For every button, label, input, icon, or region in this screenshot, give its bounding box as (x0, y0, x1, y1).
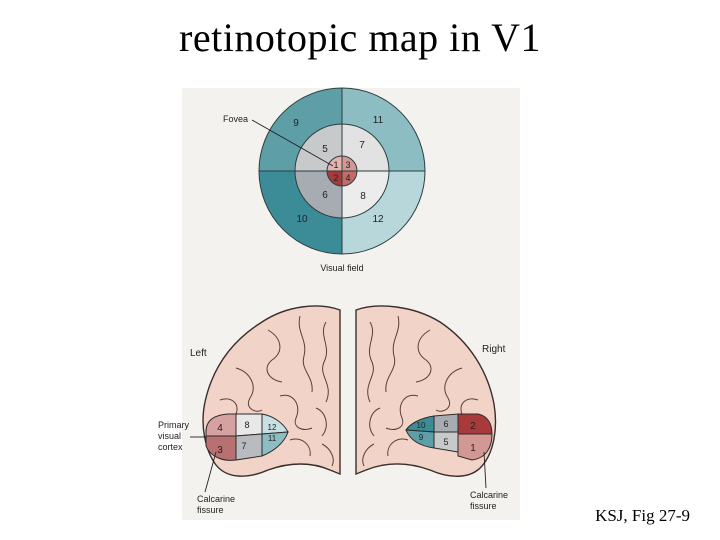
vf-region-6 (294, 170, 343, 219)
vf-num-1: 1 (333, 160, 338, 170)
right-calcarine-label-1: Calcarine (470, 490, 508, 500)
left-calcarine-label-1: Calcarine (197, 494, 235, 504)
vf-num-10: 10 (296, 214, 308, 225)
right-hemisphere: 10 9 6 5 2 1 (355, 305, 497, 489)
left-v1-num-8: 8 (244, 420, 249, 430)
visual-field-diagram: 9 11 10 12 5 7 6 8 1 3 2 4 Fovea Visual … (223, 87, 426, 273)
left-v1-region-11 (261, 431, 289, 457)
left-v1-num-11: 11 (268, 434, 277, 443)
right-v1-num-10: 10 (417, 421, 426, 430)
left-calcarine-pointer (204, 451, 217, 493)
left-v1-num-7: 7 (241, 441, 246, 451)
vf-num-12: 12 (372, 214, 384, 225)
vf-region-7 (341, 123, 390, 172)
figure-credit: KSJ, Fig 27-9 (595, 506, 690, 525)
left-label: Left (190, 348, 207, 359)
left-v1-num-12: 12 (268, 423, 277, 432)
right-v1-num-5: 5 (443, 437, 448, 447)
right-v1-num-6: 6 (443, 419, 448, 429)
right-v1-num-9: 9 (419, 433, 424, 442)
left-v1-num-4: 4 (217, 423, 223, 434)
visual-field-caption: Visual field (320, 263, 363, 273)
right-label: Right (482, 344, 506, 355)
right-v1-num-1: 1 (470, 443, 476, 454)
vf-num-2: 2 (333, 173, 338, 183)
right-v1-region-1 (457, 433, 493, 461)
right-calcarine-pointer (483, 451, 487, 489)
vf-region-8 (341, 170, 390, 219)
fovea-label: Fovea (223, 114, 248, 124)
vf-region-5 (294, 123, 343, 172)
right-calcarine-label-2: fissure (470, 501, 497, 511)
primary-cortex-label-2: visual (158, 431, 181, 441)
left-v1-num-3: 3 (217, 445, 223, 456)
vf-region-4 (341, 170, 358, 187)
left-hemisphere: 4 3 8 7 12 11 (190, 305, 341, 493)
left-v1-region-7 (235, 433, 263, 461)
vf-num-7: 7 (359, 140, 365, 151)
left-calcarine-label-2: fissure (197, 505, 224, 515)
slide-title: retinotopic map in V1 (179, 15, 541, 60)
vf-num-11: 11 (373, 115, 384, 126)
vf-num-6: 6 (322, 190, 328, 201)
right-v1-num-2: 2 (470, 421, 476, 432)
primary-cortex-label-1: Primary (158, 420, 189, 430)
vf-num-9: 9 (293, 118, 299, 129)
fovea-pointer (251, 119, 334, 167)
vf-num-8: 8 (360, 191, 366, 202)
primary-cortex-label-3: cortex (158, 442, 183, 452)
vf-num-3: 3 (345, 160, 350, 170)
vf-num-5: 5 (322, 144, 328, 155)
vf-num-4: 4 (345, 173, 350, 183)
